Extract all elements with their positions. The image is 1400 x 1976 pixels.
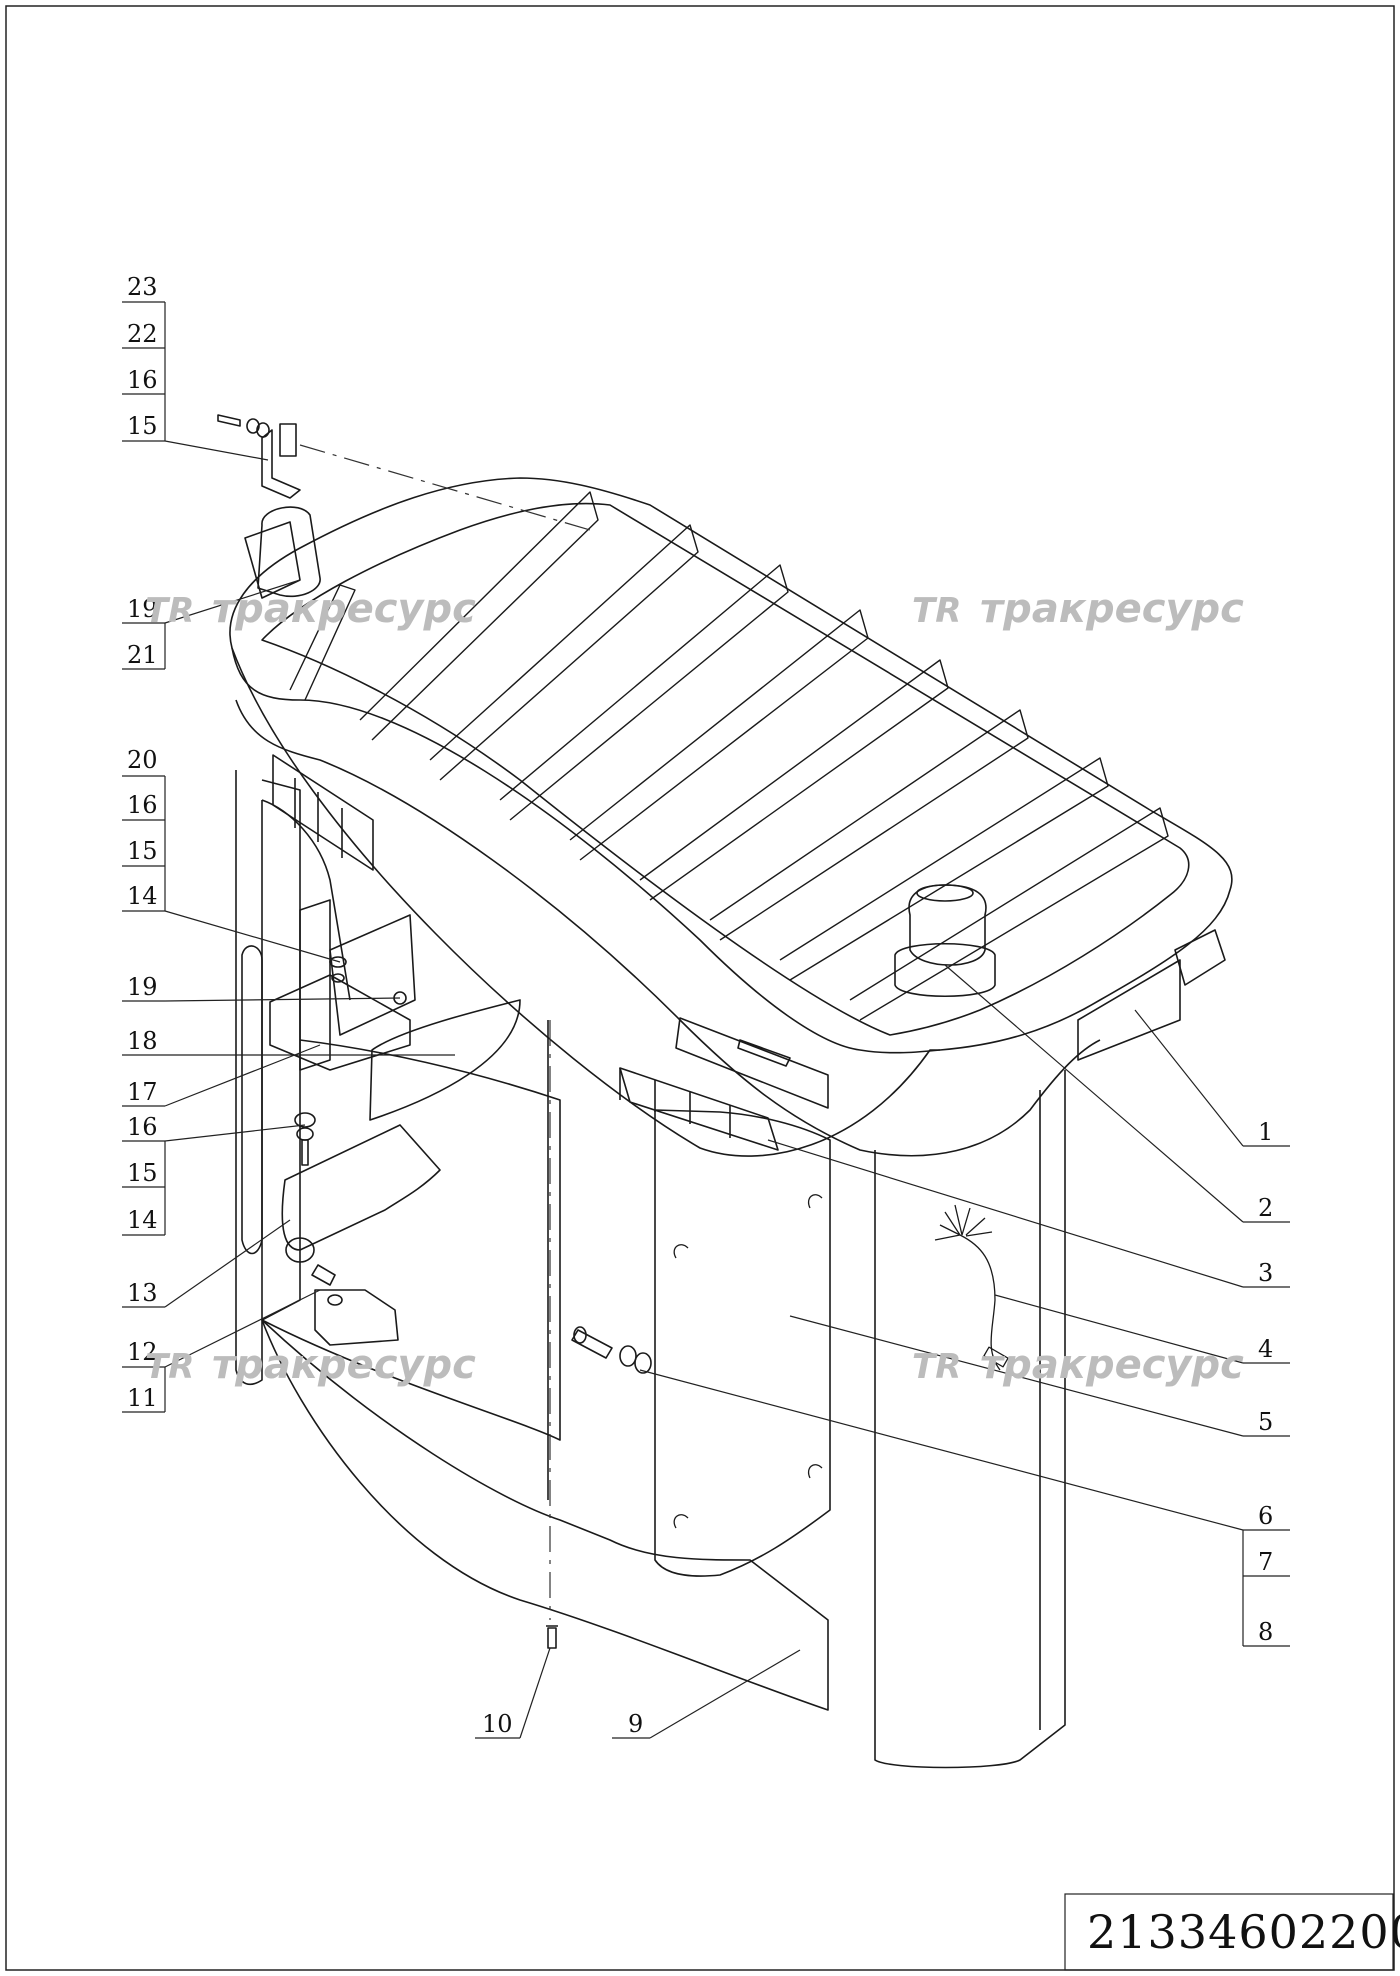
watermark-text: тракресурс	[980, 586, 1244, 632]
sheet-frame	[5, 5, 1395, 1971]
callout-2: 2	[1258, 1194, 1273, 1222]
callout-21: 21	[127, 641, 158, 669]
callout-1: 1	[1258, 1118, 1273, 1146]
callout-15: 15	[127, 412, 158, 440]
left-wall-upper	[261, 799, 351, 1001]
callout-14: 14	[127, 882, 158, 910]
callout-16: 16	[127, 366, 158, 394]
callout-6: 6	[1258, 1502, 1273, 1530]
callout-15: 15	[127, 837, 158, 865]
callout-14: 14	[127, 1206, 158, 1234]
work-light	[281, 1112, 441, 1346]
callout-15: 15	[127, 1159, 158, 1187]
document-number: 213346022001	[1087, 1905, 1400, 1959]
bolt-washers	[571, 1326, 652, 1374]
roof-vent-slot	[675, 1017, 829, 1109]
right-rear-mount	[1174, 929, 1226, 986]
watermark-logo: TR	[912, 1347, 961, 1387]
wall-bracket-assembly	[269, 899, 521, 1121]
callout-10: 10	[482, 1710, 513, 1738]
callout-11: 11	[127, 1384, 158, 1412]
callout-12: 12	[127, 1338, 158, 1366]
watermarks: TR тракресурс TR тракресурс TR тракресур…	[145, 586, 1244, 1388]
rear-lower-panel	[261, 1319, 829, 1711]
wiring-harness	[934, 1204, 1009, 1371]
callout-16: 16	[127, 791, 158, 819]
callout-4: 4	[1258, 1335, 1273, 1363]
watermark-logo: TR	[145, 591, 194, 631]
upper-lamp-assembly	[217, 414, 321, 599]
cab-assembly-drawing	[217, 414, 1233, 1769]
callout-9: 9	[628, 1710, 643, 1738]
callout-13: 13	[127, 1279, 158, 1307]
watermark-top-left: TR тракресурс	[145, 586, 476, 632]
center-plate-holes	[673, 1194, 823, 1529]
left-pillar	[235, 770, 263, 1386]
callout-19: 19	[127, 973, 158, 1001]
callout-5: 5	[1258, 1408, 1273, 1436]
watermark-top-right: TR тракресурс	[912, 586, 1244, 632]
watermark-bottom-left: TR тракресурс	[145, 1342, 476, 1388]
callout-22: 22	[127, 320, 158, 348]
callout-20: 20	[127, 746, 158, 774]
watermark-logo: TR	[912, 591, 961, 631]
beacon-lamp	[894, 884, 996, 998]
callout-17: 17	[127, 1078, 158, 1106]
callout-18: 18	[127, 1027, 158, 1055]
left-window-slots	[272, 754, 374, 871]
callout-boxes	[122, 301, 1394, 1971]
callout-8: 8	[1258, 1618, 1273, 1646]
watermark-text: тракресурс	[980, 1342, 1244, 1388]
callout-16: 16	[127, 1113, 158, 1141]
callout-23: 23	[127, 273, 158, 301]
bolt-item-10	[546, 1625, 558, 1649]
watermark-logo: TR	[145, 1347, 194, 1387]
watermark-bottom-right: TR тракресурс	[912, 1342, 1244, 1388]
watermark-text: тракресурс	[212, 586, 476, 632]
roof-support-box	[619, 1067, 779, 1151]
leader-lines	[164, 440, 1244, 1739]
callout-7: 7	[1258, 1548, 1273, 1576]
roof-outer-rim	[229, 477, 1233, 1157]
roof-front-band-lower	[235, 699, 1101, 1157]
left-pillar-inner	[241, 945, 263, 1255]
watermark-text: тракресурс	[212, 1342, 476, 1388]
right-rear-bracket	[1077, 959, 1181, 1061]
roof-front-band	[231, 647, 941, 1054]
roof-inner-rim	[261, 502, 1190, 1036]
center-lines	[299, 444, 591, 1620]
center-plate	[654, 1109, 831, 1577]
roof-slats	[289, 491, 1169, 1021]
right-pillar	[874, 1070, 1066, 1769]
callout-19: 19	[127, 595, 158, 623]
callout-3: 3	[1258, 1259, 1273, 1287]
callout-numbers: 23 22 16 15 19 21 20 16 15 14 19 18 17 1…	[127, 273, 1273, 1738]
